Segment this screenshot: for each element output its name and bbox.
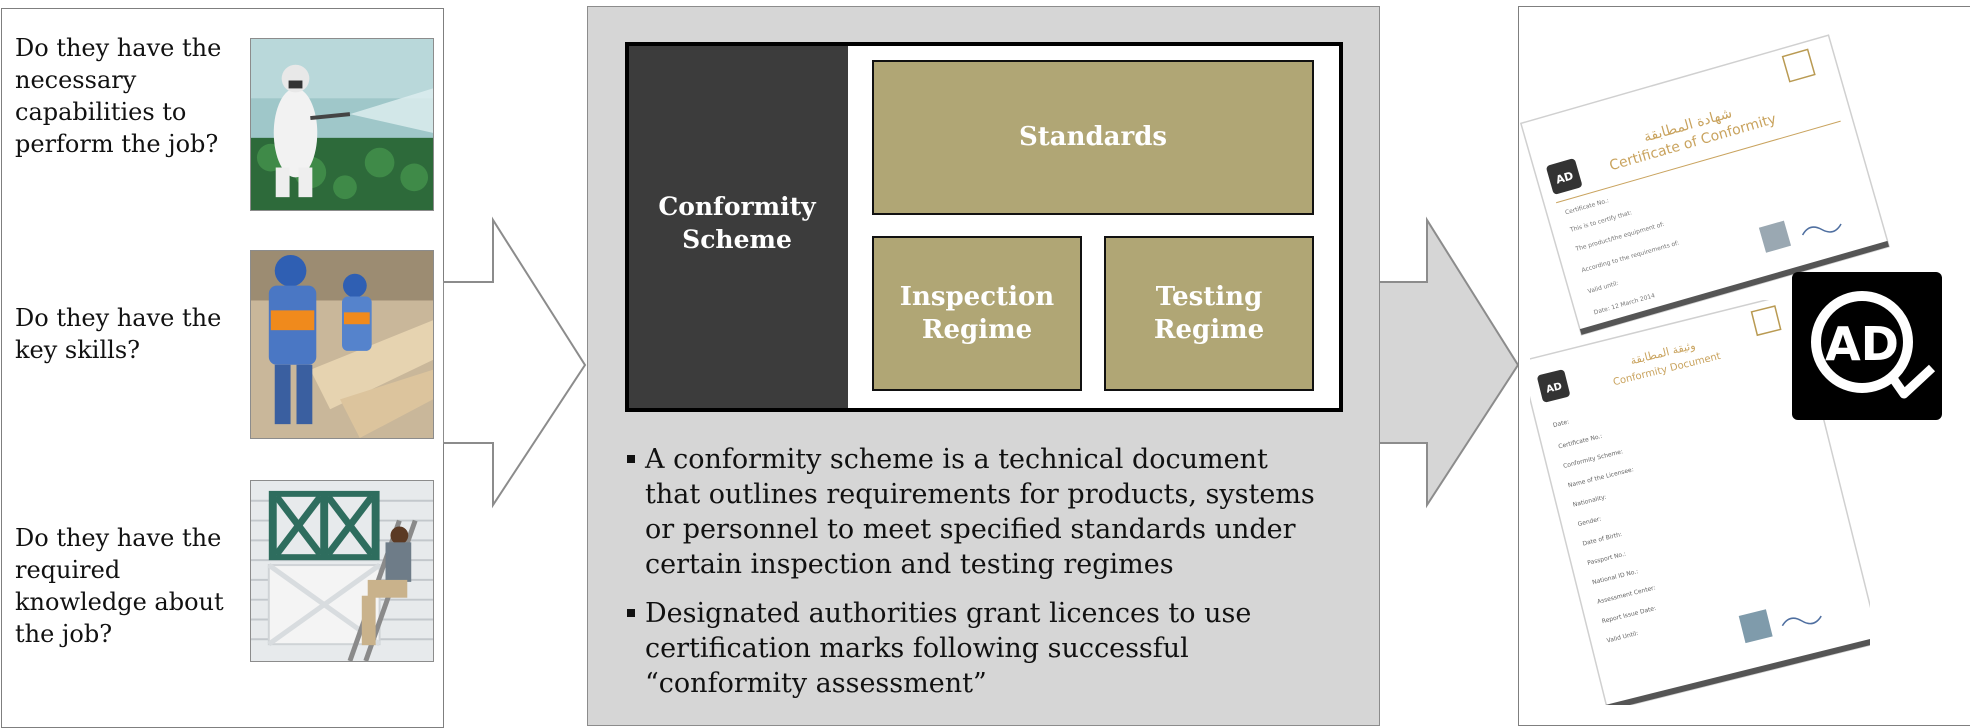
standards-tile: Standards: [872, 60, 1314, 215]
bullet-text: Designated authorities grant licences to…: [645, 598, 1252, 699]
bullet-square-icon: [627, 455, 635, 463]
svg-text:AD: AD: [1554, 169, 1575, 186]
question-knowledge: Do they have the required knowledge abou…: [15, 524, 224, 648]
photo-painter-ladder: [250, 480, 434, 662]
inspection-regime-tile: Inspection Regime: [872, 236, 1082, 391]
bullet-text: A conformity scheme is a technical docum…: [645, 444, 1315, 580]
ad-quality-logo: AD: [1792, 272, 1942, 420]
photo-sprayer-worker: [250, 38, 434, 211]
conformity-scheme-label: Conformity Scheme: [658, 192, 816, 254]
bullet-item: A conformity scheme is a technical docum…: [627, 442, 1327, 582]
svg-text:AD: AD: [1545, 381, 1563, 396]
conformity-document-image: AD وثيقة المطابقة Conformity Document Da…: [1530, 300, 1870, 705]
bullet-item: Designated authorities grant licences to…: [627, 596, 1327, 701]
photo-carpenters: [250, 250, 434, 439]
arrow-left-to-center: [443, 216, 587, 509]
certificate-of-conformity-image: AD شهادة المطابقة Certificate of Conform…: [1519, 34, 1891, 336]
testing-regime-tile: Testing Regime: [1104, 236, 1314, 391]
svg-text:Date:: Date:: [1552, 418, 1570, 429]
scheme-description-list: A conformity scheme is a technical docum…: [627, 442, 1327, 715]
question-capabilities: Do they have the necessary capabilities …: [15, 34, 222, 158]
svg-text:AD: AD: [1825, 317, 1899, 371]
arrow-center-to-right: [1379, 216, 1520, 509]
question-skills: Do they have the key skills?: [15, 304, 222, 364]
bullet-square-icon: [627, 609, 635, 617]
